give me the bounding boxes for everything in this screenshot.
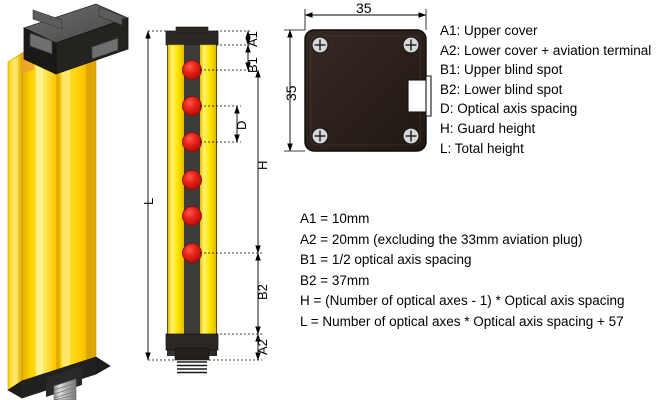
front-elevation-view <box>165 26 219 374</box>
dim-label-A2-text: A2 <box>255 339 270 355</box>
fe-optical-axis-6 <box>182 243 202 263</box>
fe-optical-axis-1 <box>182 60 202 80</box>
top-plan-view <box>284 9 432 152</box>
iso-groove-shadow-2 <box>86 30 92 361</box>
tv-screw-bottom-left <box>311 127 329 145</box>
fe-yellow-strip-left <box>167 44 185 337</box>
fe-bottom-boss <box>174 347 210 361</box>
iso-cap-tab-back <box>32 9 63 30</box>
tv-screw-bottom-right <box>402 127 420 145</box>
dim-label-L-text: L <box>141 197 156 205</box>
iso-cap-tab-back2 <box>98 6 123 26</box>
legend-item: B2: Lower blind spot <box>440 81 563 97</box>
dim-label-B2-text: B2 <box>255 284 270 300</box>
fe-optical-axis-4 <box>182 170 202 190</box>
fe-top-cap-boss <box>175 26 209 34</box>
formula-item: A1 = 10mm <box>300 211 370 226</box>
formula-item: L = Number of optical axes * Optical axi… <box>300 313 624 329</box>
tv-notch-pocket <box>407 79 427 113</box>
iso-groove-highlight-2 <box>62 37 70 369</box>
iso-groove-highlight-1 <box>36 46 43 377</box>
legend-item: A2: Lower cover + aviation terminal <box>440 42 652 58</box>
dim-label-A2: A2 <box>255 339 271 370</box>
formula-item: H = (Number of optical axes - 1) * Optic… <box>300 293 625 309</box>
tv-screw-top-left <box>311 36 329 54</box>
formula-item: A2 = 20mm (excluding the 33mm aviation p… <box>300 231 583 247</box>
tv-screw-top-right <box>402 36 420 54</box>
legend-item: H: Guard height <box>440 120 536 136</box>
dim-label-B2: B2 <box>255 284 271 315</box>
legend-item: A1: Upper cover <box>440 23 538 38</box>
legend-item: D: Optical axis spacing <box>440 101 578 117</box>
dim-label-B1-text: B1 <box>245 57 260 73</box>
formula-item: B2 = 37mm <box>300 272 370 288</box>
iso-connector-threads <box>53 382 77 400</box>
dim-label-A1-text: A1 <box>245 31 260 47</box>
formula-item: B1 = 1/2 optical axis spacing <box>300 252 472 268</box>
iso-groove-highlight-3 <box>14 57 18 387</box>
fe-optical-axis-5 <box>182 206 202 226</box>
legend-list: A1: Upper cover A2: Lower cover + aviati… <box>440 21 666 158</box>
fe-optical-axis-3 <box>182 132 202 152</box>
tv-dim-width-label: 35 <box>356 0 372 16</box>
dim-label-B1: B1 <box>245 57 261 88</box>
iso-groove-shadow-1 <box>56 41 60 371</box>
fe-yellow-strip-right <box>199 44 217 337</box>
fe-connector-threads <box>177 361 207 374</box>
legend-item: B1: Upper blind spot <box>440 62 563 78</box>
formula-list: A1 = 10mm A2 = 20mm (excluding the 33mm … <box>300 209 666 333</box>
fe-lens-channel <box>184 45 200 336</box>
iso-aviation-connector <box>53 378 77 400</box>
isometric-view <box>7 3 130 400</box>
fe-optical-axis-2 <box>182 96 202 116</box>
tv-dim-height <box>284 29 305 152</box>
dim-label-L: L <box>141 198 156 220</box>
tv-dim-height-text: 35 <box>283 85 299 101</box>
tv-dim-width <box>304 9 427 30</box>
dimension-annotations <box>145 30 262 361</box>
dim-label-H-text: H <box>255 160 270 170</box>
tv-screws-group <box>311 36 420 145</box>
dim-label-D-text: D <box>234 120 249 130</box>
legend-item: L: Total height <box>440 140 524 156</box>
iso-cap-tab-right <box>91 37 119 60</box>
fe-bottom-cap <box>165 333 219 351</box>
dim-label-D: D <box>234 121 249 145</box>
fe-optical-axes-group <box>182 60 202 263</box>
tv-dim-height-label: 35 <box>283 85 299 117</box>
dim-label-H: H <box>255 161 270 185</box>
iso-cap-tab-left <box>29 32 53 55</box>
